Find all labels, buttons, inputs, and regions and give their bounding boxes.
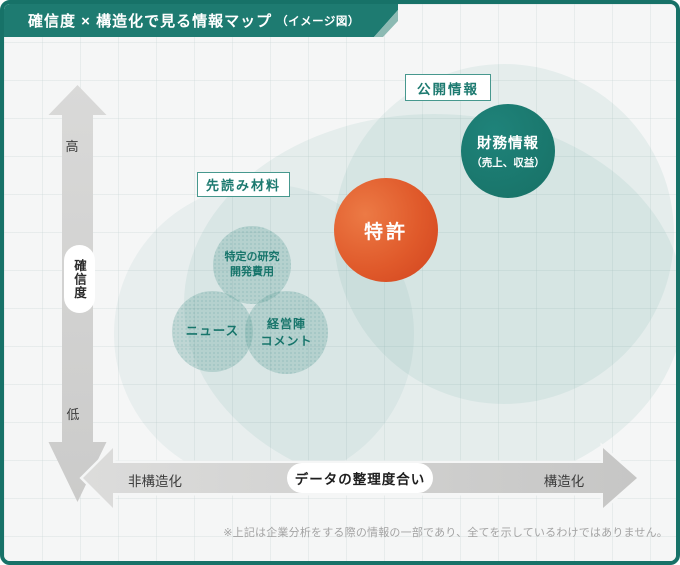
bubble-rnd-line2: 開発費用: [230, 266, 274, 278]
bubble-management-comment: 経営陣 コメント: [245, 291, 328, 374]
page-title-suffix: （イメージ図）: [276, 15, 360, 28]
title-ribbon: 確信度 × 構造化で見る情報マップ （イメージ図）: [4, 4, 398, 37]
y-axis-high-label: 高: [65, 139, 79, 154]
bubble-patent-label: 特許: [363, 221, 408, 243]
x-axis-label: データの整理度合い: [294, 472, 426, 487]
footnote: ※上記は企業分析をする際の情報の一部であり、全てを示しているわけではありません。: [223, 527, 668, 539]
forward-looking-label-text: 先読み材料: [205, 178, 281, 193]
x-axis-right-label: 構造化: [543, 474, 585, 489]
y-axis-label-capsule: 確信度: [64, 245, 95, 313]
bubble-rnd-line1: 特定の研究: [224, 251, 280, 264]
bubble-rnd-cost: 特定の研究 開発費用: [213, 226, 291, 304]
public-info-label-text: 公開情報: [417, 81, 479, 97]
y-axis-label: 確信度: [72, 258, 86, 300]
bubble-news-label: ニュース: [185, 324, 240, 339]
bubble-news: ニュース: [172, 291, 253, 372]
bubble-management-line1: 経営陣: [266, 317, 306, 332]
x-axis-left-label: 非構造化: [128, 474, 182, 489]
x-axis-label-capsule: データの整理度合い: [287, 463, 433, 493]
bubble-financial-subtitle: （売上、収益）: [471, 157, 545, 169]
bubble-management-line2: コメント: [260, 333, 313, 348]
bubble-patent: 特許: [334, 178, 438, 282]
bubble-financial-title: 財務情報: [477, 136, 539, 152]
forward-looking-label: 先読み材料: [197, 172, 290, 197]
page-title: 確信度 × 構造化で見る情報マップ: [28, 13, 273, 30]
bubble-financial: 財務情報 （売上、収益）: [461, 104, 555, 198]
y-axis-low-label: 低: [66, 407, 80, 422]
public-info-label: 公開情報: [405, 74, 491, 101]
grid-background: 確信度 × 構造化で見る情報マップ （イメージ図） 高 確信度 低 非構造化 デ…: [4, 4, 676, 561]
